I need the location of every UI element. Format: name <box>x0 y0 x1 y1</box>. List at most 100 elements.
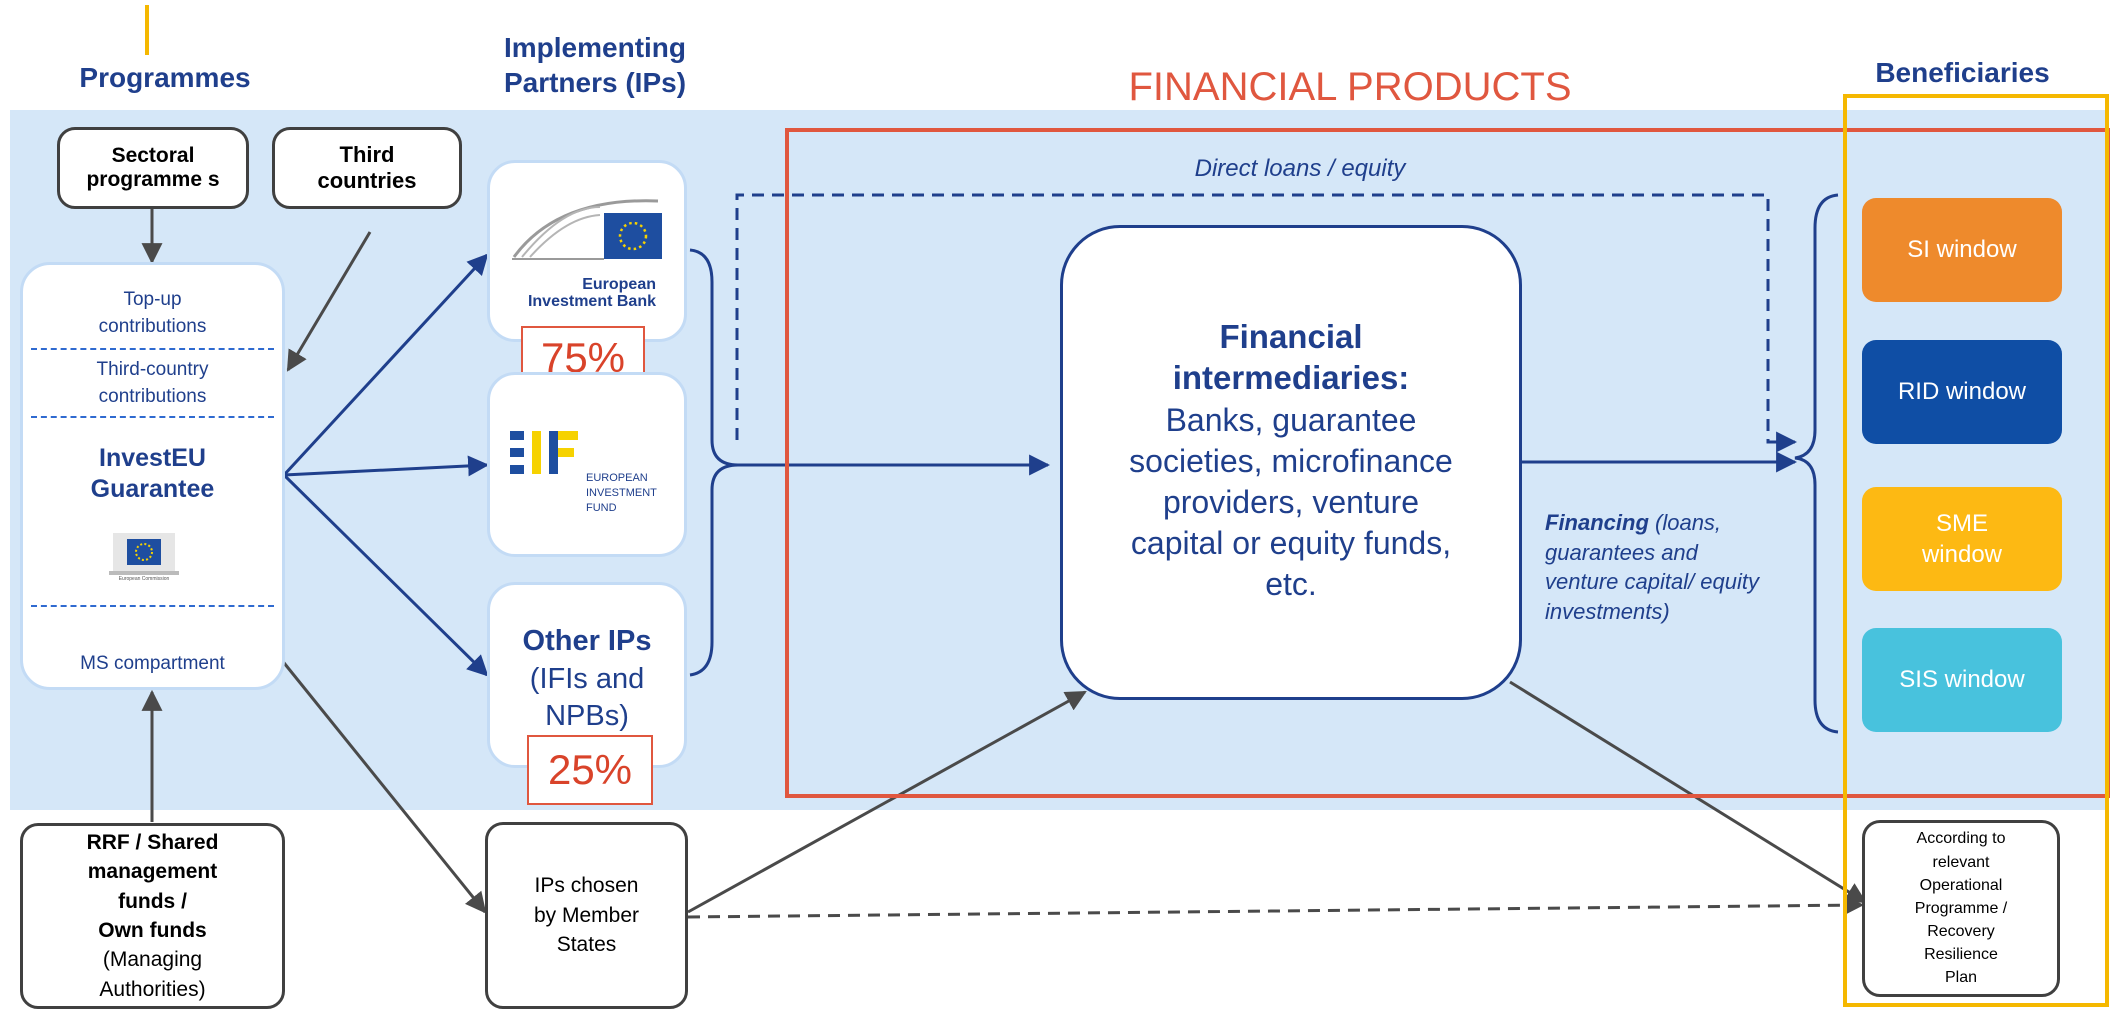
rrf-line3: funds / <box>118 889 187 913</box>
top-up-contributions: Top-up contributions <box>23 287 282 340</box>
implementing-partners-header: Implementing Partners (IPs) <box>470 30 720 100</box>
sme-line2: window <box>1921 541 2003 568</box>
other-ips-title: Other IPs <box>522 625 652 657</box>
other-ips-share-badge: 25% <box>527 735 653 805</box>
sectoral-programmes-label: Sectoral programme s <box>86 143 220 191</box>
fi-body-line2: societies, microfinance <box>1129 442 1453 479</box>
implementing-header-line1: Implementing <box>503 32 686 63</box>
eib-card: European Investment Bank <box>487 160 687 342</box>
financial-intermediaries-list: Banks, guarantee societies, microfinance… <box>1063 400 1519 605</box>
eif-card: EUROPEAN INVESTMENT FUND <box>487 372 687 557</box>
eif-line1: EUROPEAN <box>586 472 648 484</box>
beneficiaries-brace <box>1794 193 1839 734</box>
eib-logo-text: European Investment Bank <box>490 276 656 311</box>
investeu-line1: InvestEU <box>99 444 206 472</box>
ip-brace <box>689 248 739 677</box>
arrow-guarantee-to-eif <box>283 455 490 477</box>
financing-line1: Financing (loans, <box>1545 508 1815 538</box>
rrf-line4: Own funds <box>98 919 207 942</box>
other-ips-line3: NPBs) <box>545 700 629 733</box>
fi-body-line4: capital or equity funds, <box>1130 524 1452 561</box>
si-window: SI window <box>1862 198 2062 302</box>
rrf-line6: Authorities) <box>99 977 206 1001</box>
beneficiaries-header: Beneficiaries <box>1875 57 2050 88</box>
eib-logo-icon <box>512 199 662 260</box>
op-line6: Resilience <box>1924 946 1998 964</box>
direct-loans-label: Direct loans / equity <box>1194 155 1406 182</box>
commission-logo-text: European Commission <box>118 576 170 582</box>
european-commission-logo: European Commission <box>105 527 183 595</box>
fi-body-line1: Banks, guarantee <box>1165 402 1417 438</box>
commission-building-icon <box>109 533 179 575</box>
top-up-line1: Top-up <box>123 289 182 310</box>
other-ips-text: Other IPs (IFIs and NPBs) <box>490 623 684 736</box>
sis-window: SIS window <box>1862 628 2062 732</box>
third-country-line1: Third-country <box>96 359 209 380</box>
fi-body-line3: providers, venture <box>1162 483 1420 520</box>
rrf-line2: management <box>87 860 218 884</box>
rrf-funds-box: RRF / Shared management funds / Own fund… <box>20 823 285 1009</box>
fi-title-line2: intermediaries: <box>1172 359 1410 397</box>
financing-line3: venture capital/ equity <box>1545 569 1760 595</box>
ips-chosen-line2: by Member <box>533 903 640 927</box>
op-line7: Plan <box>1944 969 1978 987</box>
top-up-line2: contributions <box>98 315 207 337</box>
third-countries-box: Third countries <box>272 127 462 209</box>
op-line3: Operational <box>1919 876 2003 894</box>
sectoral-programmes-box: Sectoral programme s <box>57 127 249 209</box>
investeu-line2: Guarantee <box>90 475 215 504</box>
op-line2: relevant <box>1932 853 1990 871</box>
eib-line2: Investment Bank <box>527 292 656 310</box>
arrow-ips-chosen-to-fi <box>687 690 1087 914</box>
eif-logo-icon <box>510 431 578 474</box>
divider-1 <box>31 348 274 350</box>
divider-2 <box>31 416 274 418</box>
ips-chosen-line1: IPs chosen <box>534 874 639 898</box>
fi-title-line1: Financial <box>1219 318 1363 355</box>
financing-line4: investments) <box>1545 599 1670 625</box>
eib-line1: European <box>582 276 656 293</box>
arrow-third-countries <box>286 231 372 372</box>
rrf-line5: (Managing <box>102 948 203 972</box>
third-countries-label: Third countries <box>317 141 417 193</box>
financing-line2: guarantees and <box>1545 539 1698 565</box>
ms-compartment-label: MS compartment <box>80 653 225 674</box>
arrow-ms-to-ips-chosen <box>270 647 487 914</box>
implementing-header-line2: Partners (IPs) <box>503 67 687 98</box>
arrow-guarantee-to-eib <box>282 253 489 477</box>
third-country-line2: contributions <box>98 385 207 407</box>
op-line4: Programme / <box>1914 899 2008 917</box>
eif-line2: INVESTMENT <box>586 486 657 499</box>
divider-3 <box>31 605 274 607</box>
other-ips-line2: (IFIs and <box>529 662 645 695</box>
investeu-guarantee-title: InvestEU Guarantee <box>23 443 282 506</box>
financial-intermediaries-title: Financial intermediaries: <box>1063 316 1519 399</box>
accent-mark <box>145 5 149 55</box>
financial-intermediaries-box: Financial intermediaries: Banks, guarant… <box>1060 225 1522 700</box>
rid-window: RID window <box>1862 340 2062 444</box>
financing-bold: Financing <box>1545 510 1649 535</box>
rrf-line1: RRF / Shared <box>86 830 219 854</box>
ips-chosen-by-member-states-box: IPs chosen by Member States <box>485 822 688 1009</box>
third-country-contributions: Third-country contributions <box>23 357 282 410</box>
eif-logo-text: EUROPEAN INVESTMENT FUND <box>586 471 686 516</box>
fi-body-line5: etc. <box>1265 565 1317 602</box>
financial-products-header: FINANCIAL PRODUCTS <box>1128 65 1572 109</box>
beneficiaries-frame <box>1843 94 2109 1007</box>
financing-description: Financing (loans, guarantees and venture… <box>1545 508 1815 627</box>
investeu-guarantee-card: Top-up contributions Third-country contr… <box>20 262 285 690</box>
dashed-direct-loans <box>735 193 1798 453</box>
op-line5: Recovery <box>1927 923 1995 941</box>
dashed-ips-chosen-to-plan <box>687 894 1865 919</box>
operational-programme-box: According to relevant Operational Progra… <box>1862 820 2060 997</box>
financial-panel-background <box>10 110 2105 810</box>
arrow-guarantee-to-other <box>282 473 489 677</box>
financing-line1-rest: (loans, <box>1648 510 1722 535</box>
sme-line1: SME <box>1935 509 1988 537</box>
op-line1: According to <box>1916 830 2006 848</box>
eif-line3: FUND <box>586 501 617 514</box>
programmes-header: Programmes <box>79 62 251 93</box>
sme-window: SME window <box>1862 487 2062 591</box>
arrow-fi-to-plan <box>1509 680 1867 904</box>
